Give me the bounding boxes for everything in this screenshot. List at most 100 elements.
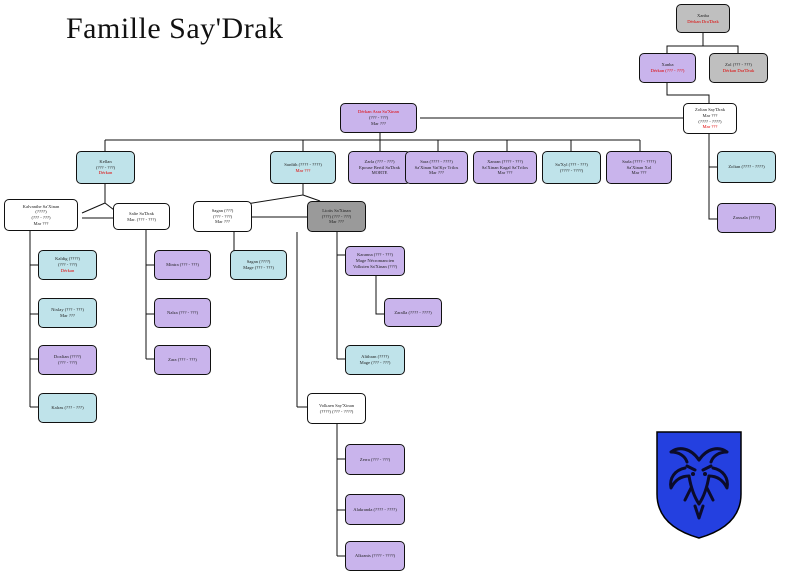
node-text-line: Alithran (????) [361, 354, 389, 360]
node-text-line: Sara (???? - ????) [420, 158, 453, 164]
node-text-line: Kellan [99, 158, 112, 164]
node-saxyl[interactable]: Sa'Xyl (??? - ???)(???? - ????) [542, 151, 601, 184]
node-xanran[interactable]: Xanran (???? - ???)Sa'Xinan Kagal Sa'Tri… [473, 151, 537, 184]
node-alkranis[interactable]: Alkranis (???? - ????) [345, 541, 405, 571]
node-zol[interactable]: Zol (??? - ???)Dérkan Dra'Drak [709, 53, 768, 83]
node-text-line: (???? - ????) [559, 167, 584, 173]
node-alakranda[interactable]: Alakranda (???? - ????) [345, 494, 405, 525]
node-sara[interactable]: Sara (???? - ????)Sa'Xinan Vat'Kyr Trilo… [405, 151, 468, 184]
node-text-line: Mar ??? [429, 170, 444, 176]
node-text-line: Dérkan [60, 267, 75, 273]
node-text-line: Sa'Xinan Xol [626, 164, 652, 170]
node-text-line: Sagan (????) [246, 259, 271, 265]
node-text-line: Mar ??? [702, 112, 718, 118]
node-kaldig[interactable]: Kaldig (????)(??? - ???)Dérkan [38, 250, 97, 280]
node-text-line: Epouse Bertil Sa'Drak [359, 164, 400, 170]
node-text-line: Dérkan [98, 170, 113, 176]
node-zaxxala[interactable]: Zaxxala (????) [717, 203, 776, 233]
node-text-line: Xanran (???? - ???) [487, 158, 523, 164]
node-text-line: Kalras (??? - ???) [51, 405, 84, 411]
node-text-line: Mage (??? - ???) [243, 265, 274, 270]
node-text-line: MORTE [371, 170, 388, 176]
node-zoltan-child[interactable]: Zoltan (???? - ????) [717, 151, 776, 183]
node-text-line: Mar ??? [33, 220, 49, 226]
node-text-line: Mar ??? [371, 120, 386, 126]
node-text-line: Mar ??? [215, 219, 230, 225]
node-text-line: Nalza (??? - ???) [167, 310, 198, 316]
node-text-line: Zerra (??? - ???) [359, 456, 391, 462]
node-text-line: Dérkan Asra Sa'Xinan [358, 109, 399, 115]
node-text-line: Volkaen Say'Xinan [318, 402, 355, 408]
node-text-line: Mintra (??? - ???) [166, 262, 199, 268]
node-text-line: Mage Nécromancien [355, 258, 395, 264]
dragon-shield-emblem [656, 431, 742, 539]
node-text-line: (??? - ???) [368, 115, 389, 121]
node-nalza[interactable]: Nalza (??? - ???) [154, 298, 211, 328]
node-text-line: Nixlay (??? - ???) [51, 307, 84, 313]
node-kalras[interactable]: Kalras (??? - ???) [38, 393, 97, 423]
node-text-line: Zoltan Say'Drak [694, 107, 726, 113]
node-text-line: Xanba [697, 12, 709, 18]
node-zerra[interactable]: Zerra (??? - ???) [345, 444, 405, 475]
node-text-line: (????) [35, 209, 47, 215]
node-text-line: (??? - ???) [57, 262, 78, 268]
node-text-line: Zaralla (???? - ????) [394, 309, 432, 315]
page-title: Famille Say'Drak [66, 12, 284, 45]
node-text-line: Xanba [661, 62, 674, 68]
node-text-line: Alkranis (???? - ????) [354, 553, 396, 559]
node-text-line: Karanna (??? - ???) [357, 252, 393, 258]
node-sardith[interactable]: Sardith (???? - ????)Mar ??? [270, 151, 336, 184]
node-text-line: (??? - ???) [212, 213, 233, 219]
node-nixlay[interactable]: Nixlay (??? - ???)Mar ??? [38, 298, 97, 328]
node-text-line: (??? - ???) [95, 164, 116, 170]
node-text-line: Dérkan (??? - ???) [650, 68, 685, 73]
node-text-line: (???) (??? - ???) [321, 213, 352, 219]
node-text-line: Liotis Sa'Xinan [322, 207, 351, 213]
node-liotis[interactable]: Liotis Sa'Xinan(???) (??? - ???)Mar ??? [307, 201, 366, 232]
node-text-line: Doxlian (????) [53, 354, 82, 360]
node-text-line: Volksten Sa'Xinan (???) [352, 263, 398, 269]
node-sagan-mage[interactable]: Sagan (????)Mage (??? - ???) [230, 250, 287, 280]
node-text-line: Salte Sa'Drak [129, 210, 154, 216]
node-mintra[interactable]: Mintra (??? - ???) [154, 250, 211, 280]
node-text-line: Mar ??? [329, 219, 344, 225]
node-text-line: Zol (??? - ???) [725, 62, 752, 68]
node-text-line: Alakranda (???? - ????) [353, 506, 397, 512]
node-text-line: Sa'Xyl (??? - ???) [555, 161, 588, 167]
node-text-line: (??? - ???) [57, 360, 78, 365]
node-text-line: Dérkan Dra'Drak [722, 68, 755, 73]
node-text-line: Mar ??? [295, 167, 311, 173]
node-sagan[interactable]: Sagan (???)(??? - ???)Mar ??? [193, 201, 252, 232]
node-text-line: Zaxxala (????) [732, 215, 761, 221]
node-text-line: Zoltan (???? - ????) [728, 164, 765, 170]
node-text-line: Sardith (???? - ????) [284, 161, 322, 167]
node-text-line: (???? - ????) [698, 118, 722, 124]
node-volkaen[interactable]: Volkaen Say'Xinan(????) (??? - ????) [307, 393, 366, 424]
node-text-line: Dérkan Dra'Drak [687, 18, 719, 24]
node-text-line: (????) (??? - ????) [319, 408, 354, 414]
node-kellan[interactable]: Kellan(??? - ???)Dérkan [76, 151, 135, 184]
node-text-line: Kaldig (????) [55, 256, 80, 262]
node-doxlian[interactable]: Doxlian (????)(??? - ???) [38, 345, 97, 375]
node-zaralla[interactable]: Zaralla (???? - ????) [384, 298, 442, 327]
node-text-line: Sa'Xinan Kagal Sa'Trilos [481, 164, 529, 170]
node-text-line: (??? - ???) [31, 215, 51, 220]
node-derkan-asra[interactable]: Dérkan Asra Sa'Xinan(??? - ???)Mar ??? [340, 103, 417, 133]
node-text-line: Mar ??? [60, 313, 75, 318]
node-text-line: Sagan (???) [211, 207, 234, 213]
node-zara[interactable]: Zara (??? - ???) [154, 345, 211, 375]
node-text-line: Zarla (??? - ???) [364, 158, 395, 164]
node-text-line: Kalvanthe Sa'Xinan [22, 203, 60, 209]
node-text-line: Zara (??? - ???) [168, 357, 197, 363]
node-alithran[interactable]: Alithran (????)Mage (??? - ???) [345, 345, 405, 375]
node-kalvanthe[interactable]: Kalvanthe Sa'Xinan(????)(??? - ???)Mar ?… [4, 199, 78, 231]
node-text-line: Mar ??? [702, 124, 718, 130]
